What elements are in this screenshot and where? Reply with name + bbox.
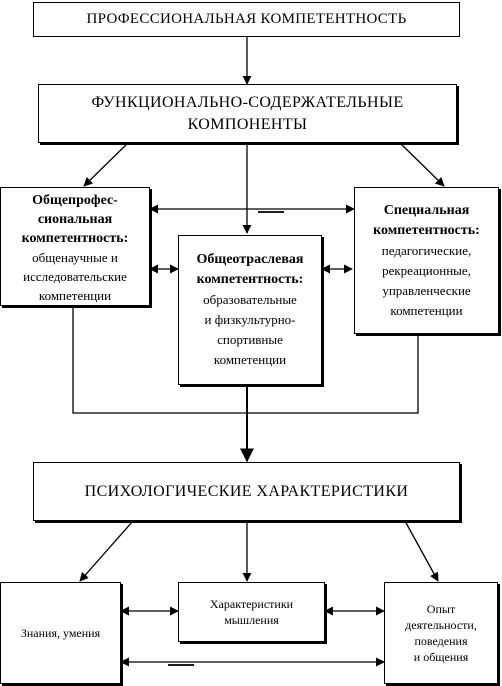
arrow-functional-to-left	[83, 142, 129, 187]
general-body-3: компетенции	[38, 287, 112, 303]
arrow-functional-to-right	[399, 142, 445, 187]
branch-body-1: образовательные	[203, 292, 297, 307]
general-professional-box: Общепрофес- сиональная компетентность: о…	[0, 187, 150, 306]
branch-body-3: спортивные	[217, 332, 283, 347]
arrow-psych-to-knowledge	[79, 520, 134, 582]
knowledge-label: Знания, умения	[20, 625, 101, 640]
branch-body-4: компетенции	[213, 352, 287, 367]
branch-competence-box: Общеотраслевая компетентность: образоват…	[178, 235, 322, 385]
branch-body-2: и физкультурно-	[204, 312, 296, 327]
general-title-3: компетентность:	[21, 230, 129, 246]
special-body-4: компетенции	[390, 302, 463, 318]
experience-box: Опыт деятельности, поведения и общения	[384, 582, 498, 684]
functional-components-box: ФУНКЦИОНАЛЬНО-СОДЕРЖАТЕЛЬНЫЕ КОМПОНЕНТЫ	[38, 84, 457, 143]
experience-line-1: Опыт	[426, 602, 456, 616]
general-body-2: исследовательские	[23, 268, 127, 284]
functional-line-1: ФУНКЦИОНАЛЬНО-СОДЕРЖАТЕЛЬНЫЕ	[91, 93, 404, 111]
bracket-merge	[72, 306, 419, 414]
functional-line-2: КОМПОНЕНТЫ	[187, 115, 308, 133]
professional-competence-box: ПРОФЕССИОНАЛЬНАЯ КОМПЕТЕНТНОСТЬ	[33, 2, 460, 37]
special-body-3: управленческие	[382, 282, 471, 298]
thinking-line-1: Характеристики	[209, 597, 294, 611]
special-body-2: рекреационные,	[382, 262, 471, 278]
experience-line-3: поведения	[414, 634, 468, 648]
branch-title-2: компетентность:	[196, 272, 304, 287]
general-title-1: Общепрофес-	[32, 192, 118, 208]
thinking-line-2: мышления	[224, 613, 279, 627]
arrow-psych-to-experience	[404, 520, 439, 582]
knowledge-skills-box: Знания, умения	[0, 582, 121, 684]
professional-competence-title: ПРОФЕССИОНАЛЬНАЯ КОМПЕТЕНТНОСТЬ	[86, 11, 407, 27]
experience-line-4: и общения	[413, 650, 469, 664]
general-title-2: сиональная	[37, 211, 113, 227]
general-body-1: общенаучные и	[32, 249, 118, 265]
special-title-2: компетентность:	[373, 222, 480, 238]
special-title-1: Специальная	[383, 202, 470, 218]
branch-title-1: Общеотраслевая	[196, 252, 304, 267]
special-competence-box: Специальная компетентность: педагогическ…	[354, 187, 499, 334]
psychological-characteristics-box: ПСИХОЛОГИЧЕСКИЕ ХАРАКТЕРИСТИКИ	[33, 462, 460, 521]
thinking-characteristics-box: Характеристики мышления	[178, 582, 325, 642]
experience-line-2: деятельности,	[405, 618, 477, 632]
special-body-1: педагогические,	[381, 242, 472, 258]
psychological-title: ПСИХОЛОГИЧЕСКИЕ ХАРАКТЕРИСТИКИ	[84, 482, 409, 500]
